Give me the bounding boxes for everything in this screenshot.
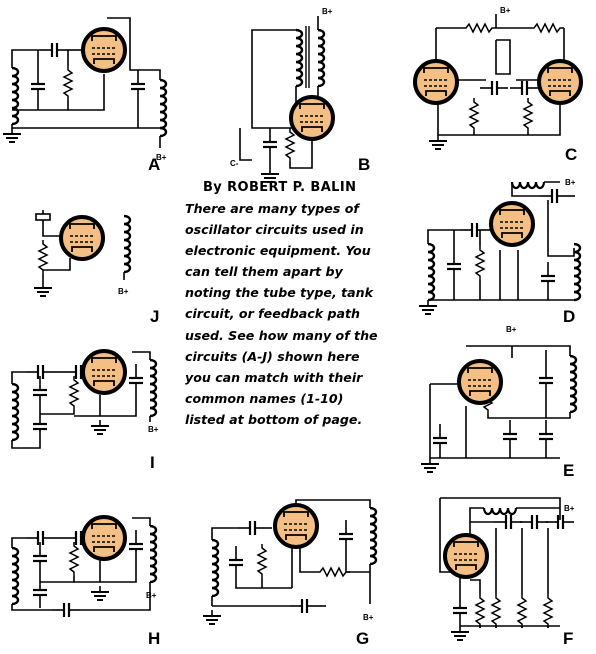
circuit-j (33, 210, 132, 297)
circuit-a-supply-label: B+ (156, 153, 167, 162)
circuit-i (10, 351, 158, 449)
circuit-e-letter: E (563, 461, 574, 480)
intro-line: circuits (A-J) shown here (185, 348, 360, 364)
circuit-h-letter: H (148, 629, 160, 648)
circuit-b-bias-label: C- (230, 159, 239, 168)
tube-a (81, 27, 127, 73)
tube-j (59, 215, 105, 261)
circuit-e (420, 345, 578, 473)
circuit-e-supply-label: B+ (506, 325, 517, 334)
intro-text: There are many types of oscillator circu… (185, 198, 407, 430)
intro-line: common names (1-10) (185, 390, 344, 406)
tube-d (489, 201, 535, 247)
circuit-b (239, 16, 326, 183)
circuit-g (202, 499, 378, 625)
circuit-j-supply-label: B+ (118, 287, 129, 296)
intro-line: noting the tube type, tank (185, 285, 373, 301)
tube-c-left (413, 59, 459, 105)
circuit-i-supply-label: B+ (148, 425, 159, 434)
intro-line: electronic equipment. You (185, 243, 371, 259)
tube-i (81, 349, 127, 395)
circuit-d (418, 180, 582, 315)
tube-f (443, 533, 489, 579)
intro-line: There are many types of (185, 201, 359, 216)
circuit-c (428, 14, 565, 150)
intro-block: By ROBERT P. BALIN There are many types … (185, 180, 407, 430)
circuit-f-letter: F (563, 629, 573, 648)
tube-b (289, 95, 335, 141)
byline: By ROBERT P. BALIN (203, 180, 357, 195)
circuit-d-supply-label: B+ (565, 178, 576, 187)
circuit-i-letter: I (150, 453, 155, 472)
circuit-a (2, 17, 168, 148)
intro-line: listed at bottom of page. (185, 411, 363, 427)
tube-e (457, 359, 503, 405)
circuit-j-letter: J (150, 307, 159, 326)
intro-line: can tell them apart by (185, 264, 343, 280)
tube-g (273, 503, 319, 549)
tube-c-right (537, 59, 583, 105)
intro-line: you can match with their (185, 369, 363, 385)
circuit-b-letter: B (358, 155, 370, 174)
circuit-f (439, 497, 576, 641)
intro-line: oscillator circuits used in (185, 222, 364, 238)
circuit-g-supply-label: B+ (363, 613, 374, 622)
tube-h (81, 515, 127, 561)
intro-line: circuit, or feedback path (185, 306, 360, 322)
circuit-d-letter: D (563, 307, 575, 326)
circuit-g-letter: G (356, 629, 369, 648)
circuit-c-supply-label: B+ (500, 6, 511, 15)
circuit-h-supply-label: B+ (146, 591, 157, 600)
intro-line: used. See how many of the (185, 327, 378, 343)
circuit-a-letter: A (148, 155, 160, 174)
circuit-h (10, 517, 158, 619)
circuit-f-supply-label: B+ (564, 504, 575, 513)
circuit-b-supply-label: B+ (322, 7, 333, 16)
circuit-c-letter: C (565, 145, 577, 164)
